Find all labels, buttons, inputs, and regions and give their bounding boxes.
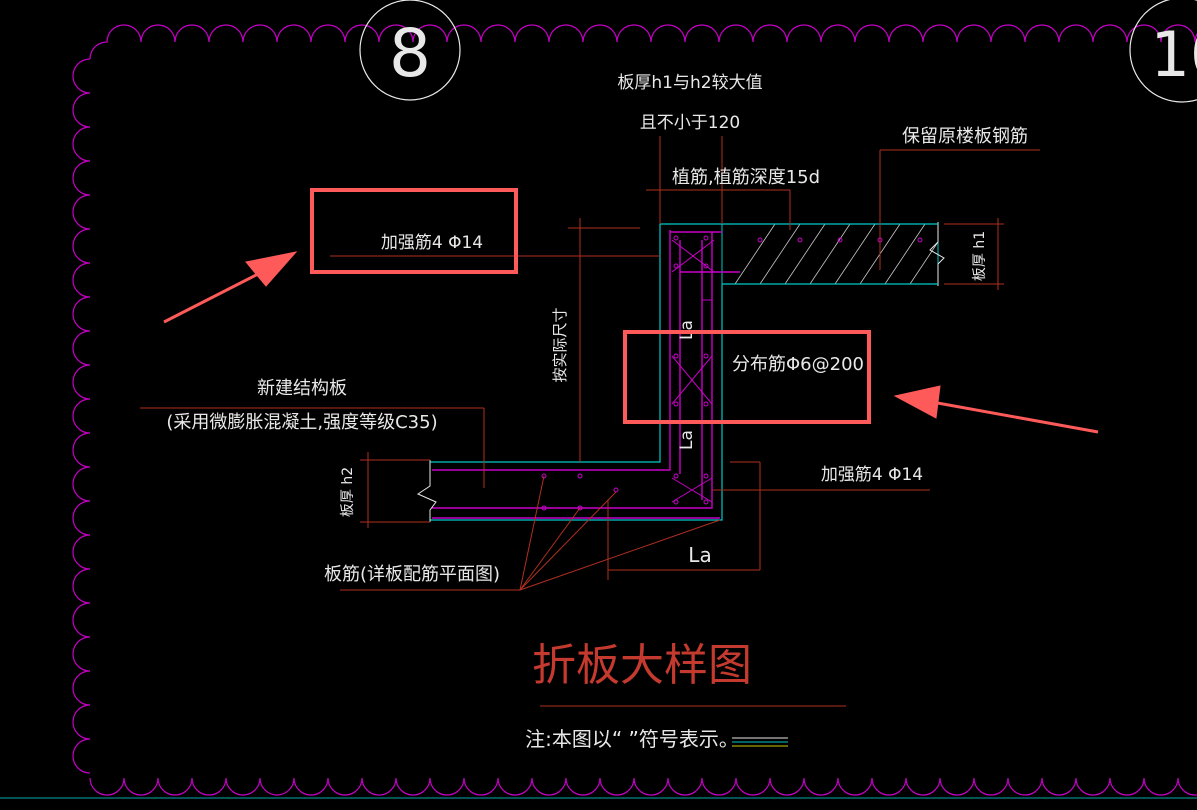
keep-original-rebar-label: 保留原楼板钢筋	[902, 126, 1028, 147]
existing-slab	[721, 222, 945, 286]
slab-h2-label: 板厚 h2	[340, 467, 356, 517]
actual-size-label: 按实际尺寸	[551, 307, 569, 382]
slab-thickness-note-1: 板厚h1与h2较大值	[617, 73, 762, 93]
revision-cloud	[72, 24, 1197, 796]
reinforce-rebar-top-label: 加强筋4 Φ14	[381, 233, 483, 253]
slab-thickness-note-2: 且不小于120	[640, 113, 740, 133]
drawing-title: 折板大样图	[532, 640, 752, 691]
la-vertical-bottom-label: La	[677, 430, 697, 450]
grid-bubble-label: 8	[389, 15, 431, 92]
planted-rebar-label: 植筋,植筋深度15d	[672, 167, 820, 188]
highlight-box-distribution	[623, 330, 871, 424]
arrow-to-reinforce	[163, 251, 298, 324]
wall-cross-ties	[671, 239, 715, 503]
dimension-lines	[140, 136, 1040, 707]
rebar-lines	[432, 230, 740, 519]
highlight-box-reinforce	[310, 188, 518, 274]
new-slab-title-label: 新建结构板	[257, 378, 347, 399]
note-symbol-lines	[732, 737, 788, 747]
la-horizontal-label: La	[688, 543, 711, 567]
grid-bubble-label: 10	[1151, 18, 1197, 91]
grid-bubble-8: 8	[359, 0, 461, 101]
drawing-note: 注:本图以“ ”符号表示。	[525, 727, 739, 751]
distribution-rebar-label: 分布筋Φ6@200	[732, 354, 864, 375]
slab-h1-label: 板厚 h1	[972, 231, 988, 281]
slab-rebar-label: 板筋(详板配筋平面图)	[324, 564, 500, 585]
new-slab-desc-label: (采用微膨胀混凝土,强度等级C35)	[166, 412, 437, 433]
new-slab-outline	[430, 223, 938, 521]
left-slab-break	[416, 460, 437, 522]
grid-bubble-10: 10	[1129, 0, 1197, 103]
arrow-to-distribution	[893, 385, 1099, 434]
reinforce-rebar-bottom-label: 加强筋4 Φ14	[821, 465, 923, 485]
